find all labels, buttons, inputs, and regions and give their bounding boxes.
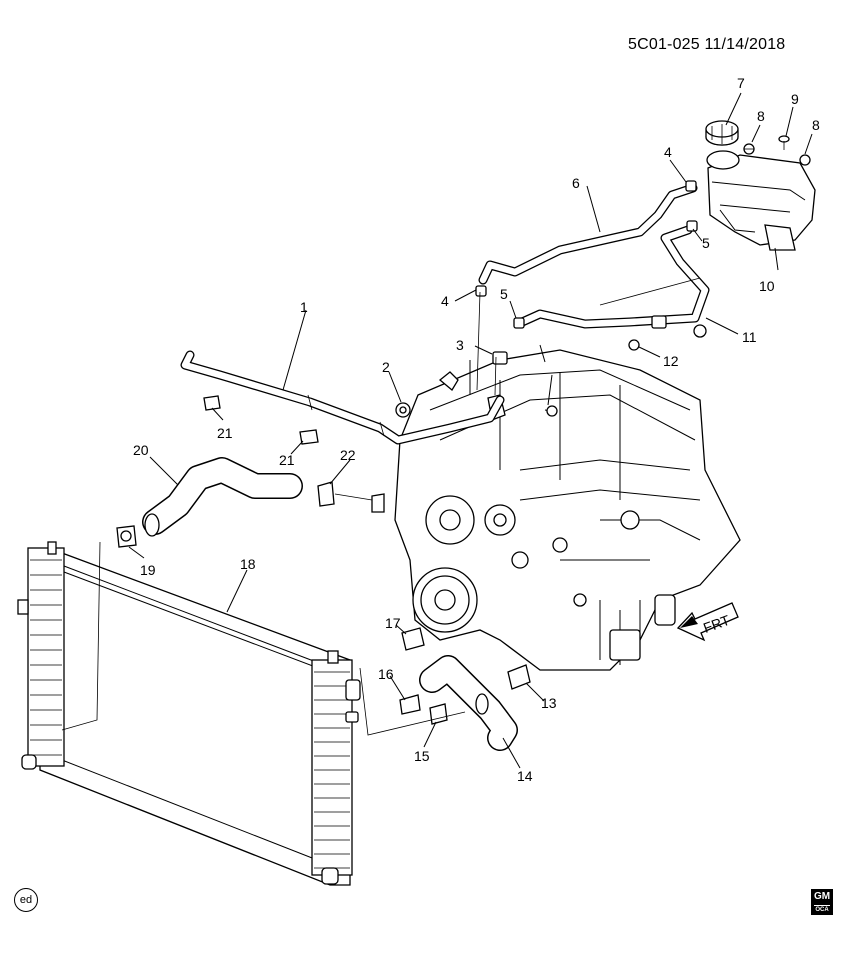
ed-badge: ed — [14, 888, 38, 912]
gm-logo-text: GM — [813, 891, 831, 902]
callout-6: 6 — [572, 175, 580, 191]
clamp-15 — [429, 703, 448, 725]
document-id: 5C01-025 11/14/2018 — [628, 36, 786, 53]
callout-8-right: 8 — [812, 117, 820, 133]
callout-2: 2 — [382, 359, 390, 375]
hose-6 — [478, 183, 698, 285]
callout-21-right: 21 — [279, 452, 295, 468]
gm-logo-sub: OCA — [814, 905, 830, 913]
bolt-8-left — [743, 143, 755, 155]
callout-14: 14 — [517, 768, 533, 784]
clamp-22 — [317, 481, 335, 507]
callout-1: 1 — [300, 299, 308, 315]
callout-18: 18 — [240, 556, 256, 572]
callout-7: 7 — [737, 75, 745, 91]
callout-22: 22 — [340, 447, 356, 463]
callout-4-lower: 4 — [441, 293, 449, 309]
callout-numbers: 1 2 3 4 4 5 5 6 7 8 8 9 10 11 12 13 14 1… — [133, 75, 820, 784]
surge-tank-cap — [705, 120, 739, 146]
callout-21-left: 21 — [217, 425, 233, 441]
alignment-lines — [61, 277, 701, 736]
callout-11: 11 — [742, 329, 757, 345]
front-direction-arrow: FRT — [676, 602, 739, 642]
callout-16: 16 — [378, 666, 394, 682]
engine-assembly — [394, 344, 741, 671]
callout-4-upper: 4 — [664, 144, 672, 160]
clamp-5-lower — [513, 317, 525, 329]
clamp-13 — [507, 664, 531, 690]
callout-10: 10 — [759, 278, 775, 294]
clip-21-upper — [203, 395, 221, 411]
clamp-5-upper — [686, 220, 698, 232]
hose-20 — [142, 457, 303, 537]
callout-19: 19 — [140, 562, 156, 578]
clamp-19 — [116, 525, 137, 548]
callout-5-upper: 5 — [702, 235, 710, 251]
clamp-4-lower — [475, 285, 487, 297]
callout-17: 17 — [385, 615, 401, 631]
clip-12 — [628, 339, 640, 351]
clamp-17 — [401, 627, 425, 651]
coolant-surge-tank — [706, 150, 816, 251]
fastener-9 — [778, 135, 790, 150]
clamp-16 — [399, 694, 421, 715]
engine-outlet-pipe — [371, 493, 385, 513]
callout-8-left: 8 — [757, 108, 765, 124]
clamp-4-upper — [685, 180, 697, 192]
callout-20: 20 — [133, 442, 149, 458]
leader-lines — [128, 92, 813, 769]
hose-1 — [180, 350, 505, 445]
callout-15: 15 — [414, 748, 430, 764]
radiator — [17, 541, 361, 886]
clip-21-lower — [299, 429, 319, 445]
callout-9: 9 — [791, 91, 799, 107]
callout-3: 3 — [456, 337, 464, 353]
clamp-2 — [395, 402, 411, 418]
gm-logo: GM OCA — [811, 889, 833, 915]
hose-14 — [419, 655, 518, 751]
bolt-8-right — [799, 154, 811, 166]
callout-5-lower: 5 — [500, 286, 508, 302]
clamp-3 — [492, 351, 508, 365]
callout-12: 12 — [663, 353, 679, 369]
hose-11 — [515, 225, 710, 338]
callout-13: 13 — [541, 695, 557, 711]
